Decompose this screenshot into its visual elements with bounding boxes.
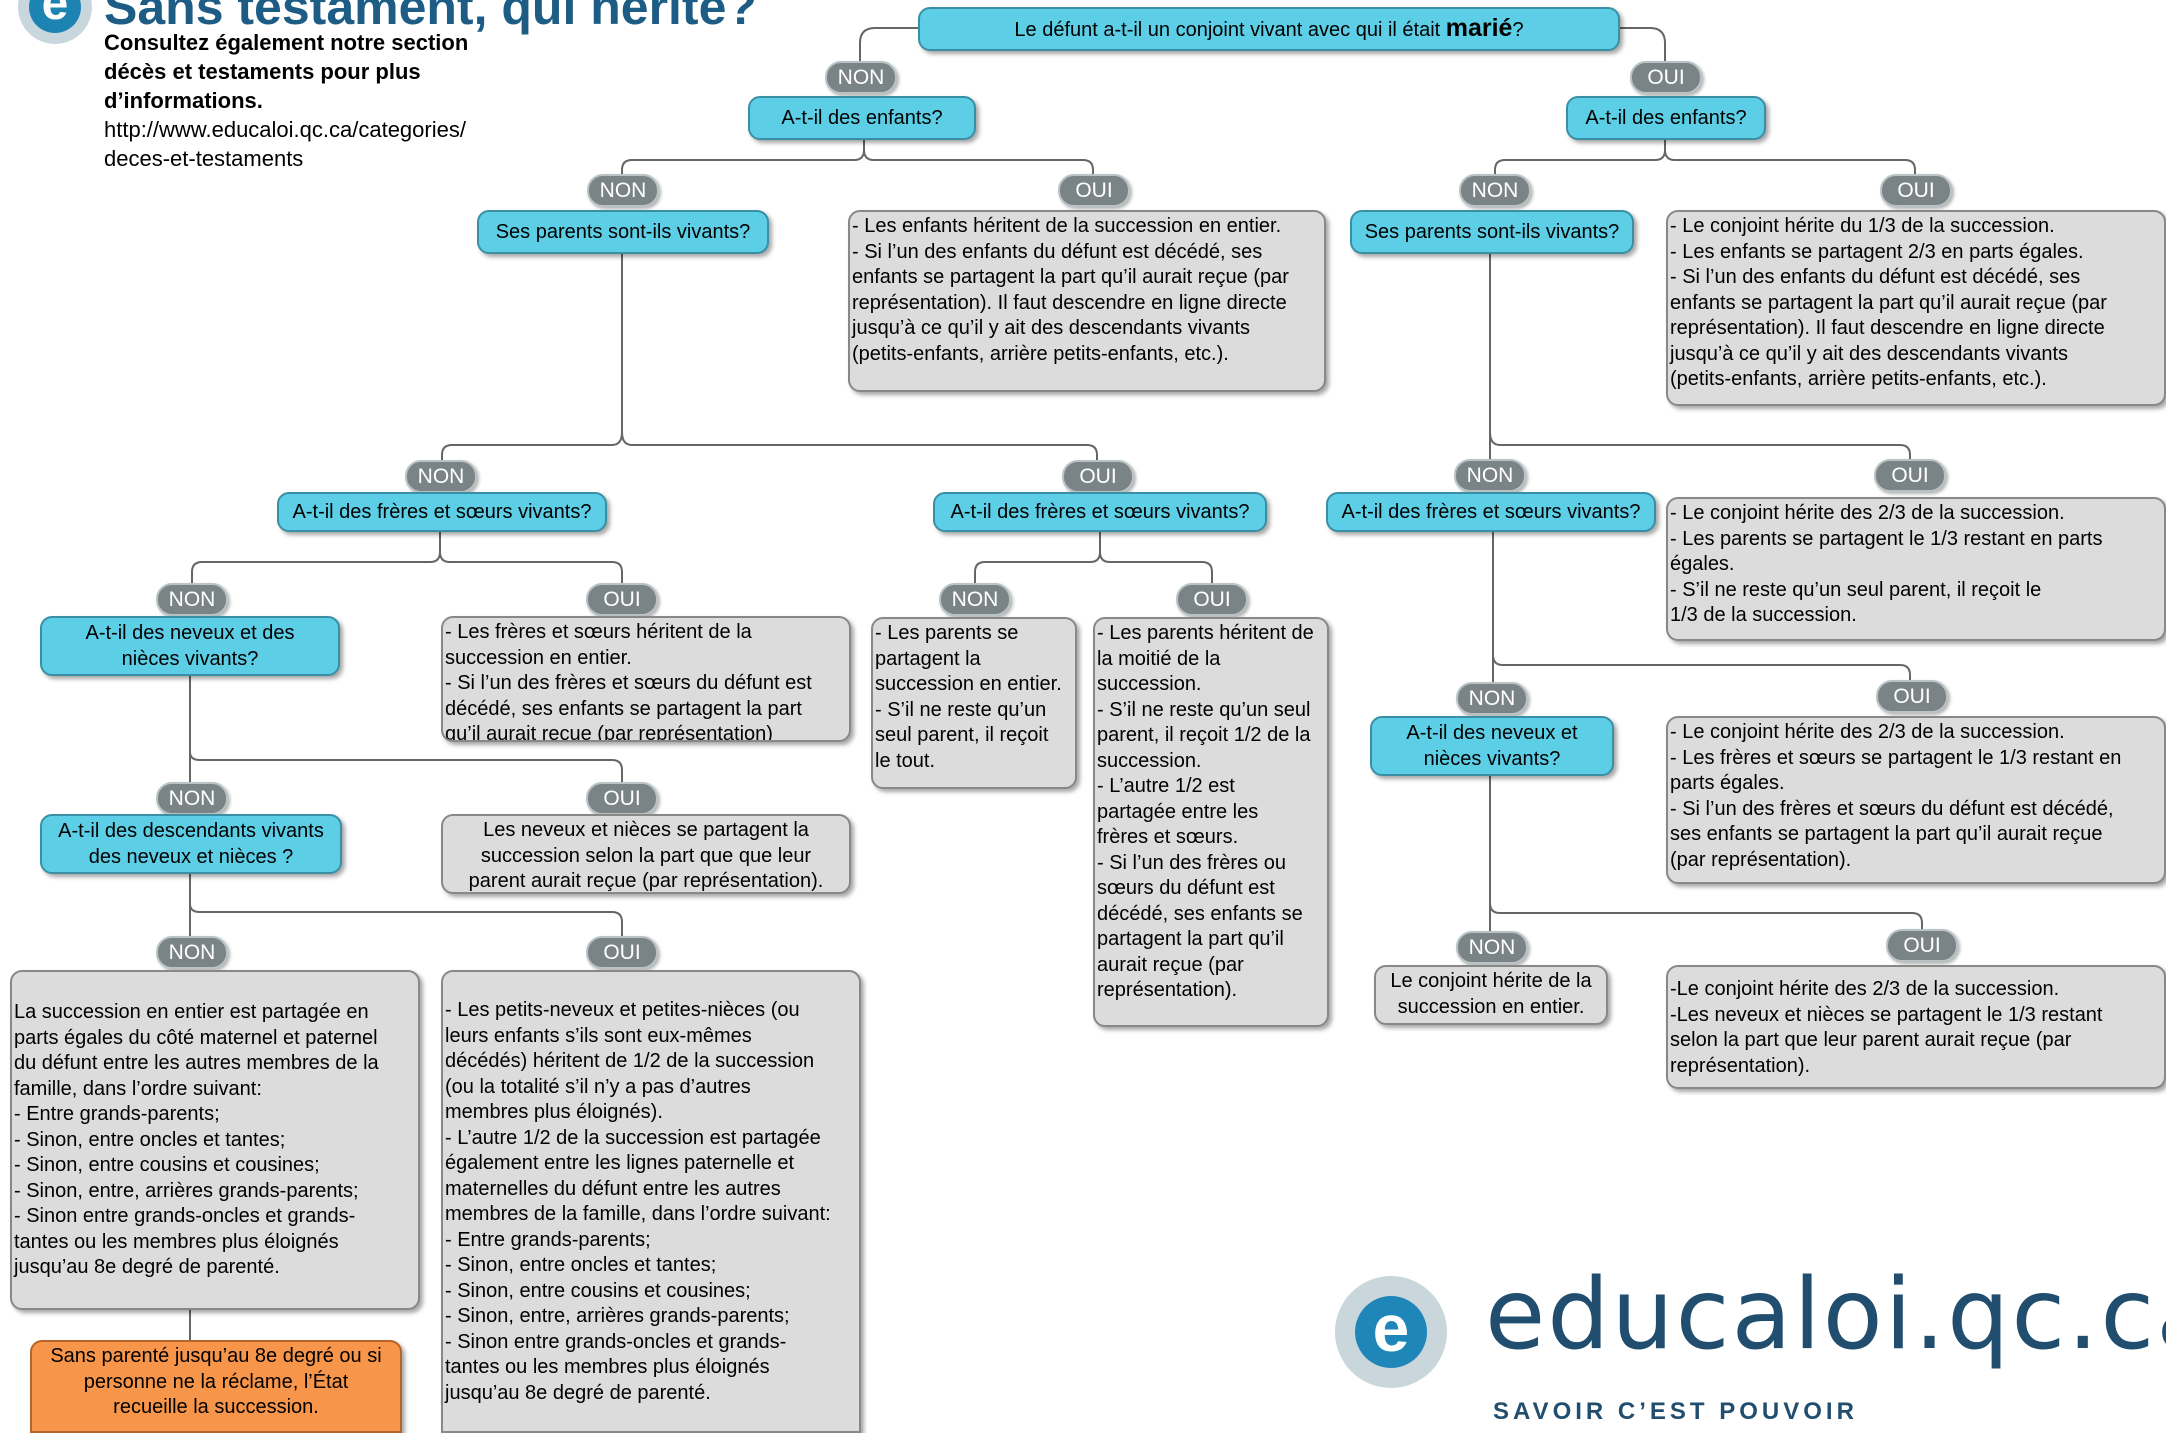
tag-non: NON [825,61,897,94]
page-title: Sans testament, qui hérite? [104,0,757,35]
tag-non: NON [1456,682,1528,715]
brand-slogan: SAVOIR C’EST POUVOIR [1493,1398,1858,1425]
tag-oui: OUI [586,583,658,616]
tag-oui: OUI [1876,680,1948,713]
answer-conjoint-neveux: -Le conjoint hérite des 2/3 de la succes… [1666,965,2166,1089]
brand-letter: e [1355,1295,1427,1368]
tag-oui: OUI [1176,583,1248,616]
answer-enfants-conjoint: - Le conjoint hérite du 1/3 de la succes… [1666,210,2166,406]
tag-non: NON [1456,931,1528,964]
tag-non: NON [587,174,659,207]
question-parents: Ses parents sont-ils vivants? [477,210,769,254]
info-note: Consultez également notre section décès … [104,28,524,173]
tag-non: NON [156,936,228,969]
answer-neveux: Les neveux et nièces se partagent la suc… [441,814,851,894]
tag-oui: OUI [586,782,658,815]
tag-non: NON [156,583,228,616]
question-root-prefix: Le défunt a-t-il un conjoint vivant avec… [1014,19,1446,41]
tag-non: NON [1459,174,1531,207]
answer-parents: - Les parents se partagent la succession… [871,617,1077,789]
tag-oui: OUI [1874,459,1946,492]
tag-oui: OUI [1058,174,1130,207]
question-freres-parents: A-t-il des frères et sœurs vivants? [933,492,1267,532]
answer-parents-freres: - Les parents héritent de la moitié de l… [1093,617,1329,1027]
question-root-emph: marié [1445,14,1513,42]
brand-name: educaloi.qc.ca [1485,1258,2166,1372]
question-descendants: A-t-il des descendants vivants des neveu… [40,814,342,874]
question-freres: A-t-il des frères et sœurs vivants? [277,492,607,532]
tag-oui: OUI [586,936,658,969]
tag-oui: OUI [1630,61,1702,94]
answer-conjoint-seul: Le conjoint hérite de la succession en e… [1374,965,1608,1025]
tag-oui: OUI [1880,174,1952,207]
tag-oui: OUI [1886,929,1958,962]
brand-block: e educaloi.qc.ca SAVOIR C’EST POUVOIR [1335,1258,2166,1428]
tag-oui: OUI [1062,460,1134,493]
answer-freres: - Les frères et sœurs héritent de la suc… [441,616,851,742]
answer-etat: Sans parenté jusqu’au 8e degré ou si per… [30,1340,402,1433]
info-link[interactable]: http://www.educaloi.qc.ca/categories/ de… [104,117,466,171]
question-freres-married: A-t-il des frères et sœurs vivants? [1326,492,1656,532]
tag-non: NON [405,460,477,493]
question-root: Le défunt a-t-il un conjoint vivant avec… [918,7,1620,51]
answer-petits-neveux: - Les petits-neveux et petites-nièces (o… [441,970,861,1433]
educaloi-logo-small: e [18,0,92,44]
question-neveux: A-t-il des neveux et des nièces vivants? [40,616,340,676]
question-enfants-married: A-t-il des enfants? [1566,96,1766,140]
tag-non: NON [1454,459,1526,492]
question-root-suffix: ? [1512,19,1524,41]
answer-enfants: - Les enfants héritent de la succession … [848,210,1326,392]
answer-famille: La succession en entier est partagée en … [10,970,420,1310]
question-root-text: Le défunt a-t-il un conjoint vivant avec… [1014,15,1523,43]
answer-conjoint-parents: - Le conjoint hérite des 2/3 de la succe… [1666,497,2166,641]
tag-non: NON [939,583,1011,616]
question-neveux-married: A-t-il des neveux et nièces vivants? [1370,716,1614,776]
tag-non: NON [156,782,228,815]
question-parents-married: Ses parents sont-ils vivants? [1350,210,1634,254]
educaloi-logo: e [1335,1276,1447,1388]
answer-conjoint-freres: - Le conjoint hérite des 2/3 de la succe… [1666,716,2166,884]
logo-letter: e [29,0,81,33]
info-note-text: Consultez également notre section décès … [104,30,469,113]
question-enfants: A-t-il des enfants? [748,96,976,140]
